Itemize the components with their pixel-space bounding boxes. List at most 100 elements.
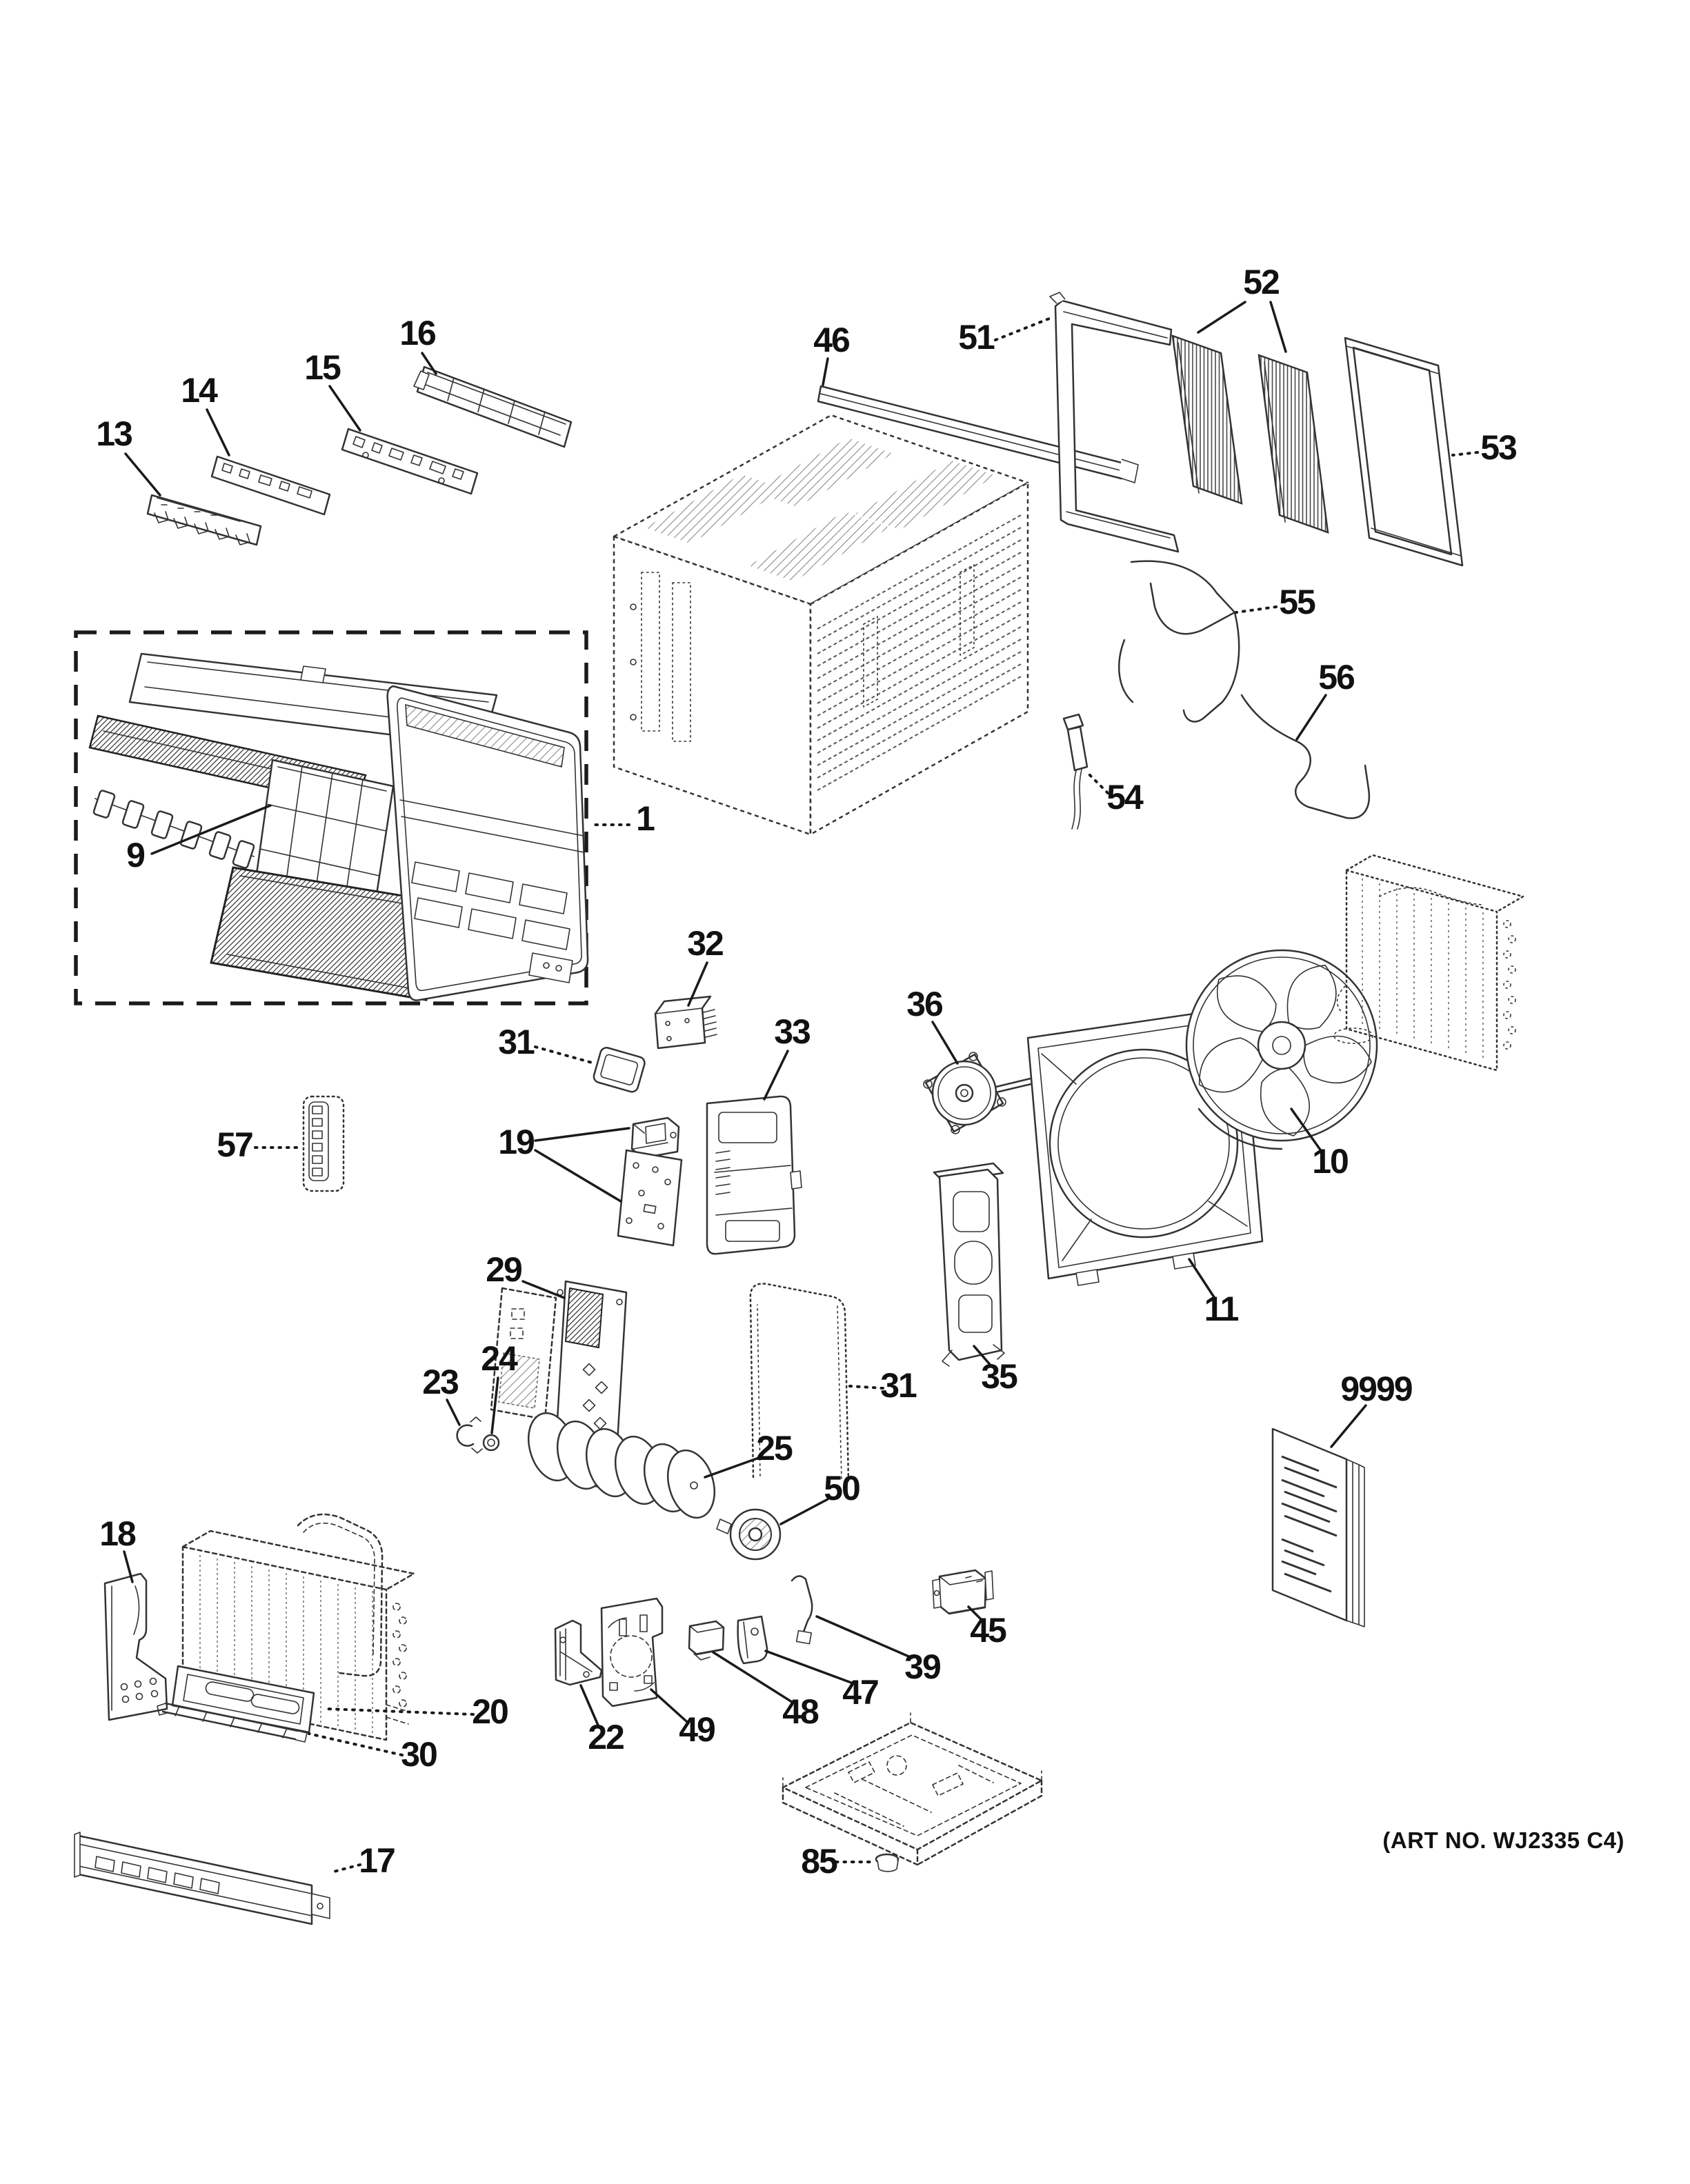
part-number-20: 20 [472, 1692, 508, 1731]
part-number-85: 85 [801, 1842, 837, 1881]
control-housing-33 [706, 1095, 802, 1255]
leader-line [973, 1345, 993, 1368]
part-number-54: 54 [1106, 778, 1144, 817]
callout-sensor-probe: 54 [1087, 772, 1145, 817]
display-board-rail-13 [146, 494, 262, 546]
callout-fan-blade: 10 [1290, 1108, 1349, 1181]
support-bracket-18 [103, 1572, 168, 1721]
curtain-panel-52a [1171, 334, 1243, 505]
part-number-16: 16 [399, 314, 435, 352]
part-number-9: 9 [126, 836, 144, 874]
fan-blade-10 [1185, 949, 1378, 1150]
curtain-frame-left-51 [1049, 292, 1180, 553]
callout-control-board: 14 [181, 371, 230, 457]
part-number-31: 31 [498, 1023, 535, 1061]
leader-line [1330, 1404, 1367, 1448]
leader-line [822, 357, 829, 386]
leader-line [534, 1045, 596, 1065]
callout-angle-bracket: 22 [579, 1684, 625, 1756]
part-number-14: 14 [181, 371, 218, 410]
callout-air-filter: 9 [126, 804, 272, 874]
power-module-32 [654, 995, 717, 1050]
art-number: (ART NO. WJ2335 C4) [1382, 1827, 1624, 1853]
part-number-11: 11 [1204, 1290, 1239, 1328]
callout-power-board: 15 [304, 348, 361, 432]
condenser-coil [1333, 854, 1524, 1072]
part-number-52: 52 [1243, 263, 1279, 301]
fan-motor-36 [923, 1052, 1038, 1134]
leader-line [579, 1684, 600, 1728]
blower-wheel-50 [716, 1508, 782, 1561]
part-number-46: 46 [813, 321, 849, 359]
control-board-14 [210, 455, 331, 516]
leader-line [994, 316, 1054, 341]
clamp-23 [456, 1416, 483, 1454]
capacitor-48 [688, 1620, 725, 1661]
callout-terminal-cover: 47 [764, 1650, 879, 1712]
callout-side-seal: 31 [848, 1366, 918, 1405]
louver-frame-16 [413, 365, 573, 448]
cabinet-case [613, 414, 1029, 836]
evaporator-coil [181, 1513, 415, 1741]
mounting-wire-bracket-55 [1118, 560, 1240, 723]
curtain-frame-right-53 [1344, 337, 1464, 567]
power-board-15 [341, 428, 479, 495]
part-number-32: 32 [687, 924, 723, 963]
callout-louver-frame: 16 [399, 314, 437, 375]
leader-line [687, 961, 708, 1007]
callout-base-channel: 17 [332, 1841, 396, 1880]
leader-line [1188, 1258, 1217, 1301]
callout-seal-strip: 46 [813, 321, 851, 386]
callout-clamp: 23 [422, 1363, 461, 1426]
callout-curtain-frame-right: 53 [1451, 428, 1518, 467]
part-number-17: 17 [359, 1841, 395, 1880]
part-number-48: 48 [782, 1692, 819, 1731]
leader-line [967, 1605, 984, 1622]
part-number-30: 30 [401, 1735, 437, 1774]
front-assembly-boundary [74, 630, 588, 1005]
curtain-panel-52b [1257, 354, 1329, 534]
callout-display-board-rail: 13 [96, 414, 161, 497]
leader-line [206, 408, 230, 457]
leader-line [1290, 1108, 1323, 1153]
callout-blower-roller: 25 [704, 1429, 794, 1479]
callout-drain-plug: 85 [801, 1842, 872, 1881]
leader-line [490, 1376, 499, 1434]
callout-owners-manual: 9999 [1330, 1370, 1413, 1448]
callout-front-assembly: 1 [589, 799, 656, 838]
leader-line [421, 352, 437, 375]
part-number-31: 31 [880, 1366, 917, 1405]
leader-line [1269, 301, 1287, 353]
part-number-45: 45 [970, 1611, 1006, 1650]
callout-main-control-board: 29 [486, 1250, 566, 1299]
vane-set [92, 790, 255, 869]
part-number-36: 36 [906, 985, 942, 1023]
callout-curtain-panels: 52 [1197, 263, 1287, 353]
leader-line [848, 1385, 884, 1390]
leader-line [1087, 772, 1109, 794]
part-number-23: 23 [422, 1363, 458, 1401]
owners-manual-9999 [1271, 1427, 1365, 1627]
leader-line [308, 1732, 404, 1756]
drain-plug-85 [875, 1853, 899, 1872]
callout-capacitor: 48 [712, 1651, 820, 1731]
leader-line [150, 804, 272, 855]
callout-transformer-and-board: 19 [498, 1123, 630, 1203]
leader-line [704, 1456, 760, 1479]
drain-pan-20 [171, 1665, 315, 1734]
seal-strip-46 [817, 385, 1139, 483]
leader-line [328, 385, 361, 432]
leader-line [763, 1050, 789, 1101]
circuit-board-19 [617, 1149, 683, 1247]
part-number-50: 50 [824, 1469, 859, 1507]
leader-line [326, 1707, 475, 1716]
leader-line [534, 1149, 622, 1203]
part-number-51: 51 [958, 318, 995, 357]
part-number-18: 18 [99, 1514, 136, 1553]
leader-line [1235, 605, 1278, 614]
part-number-56: 56 [1318, 658, 1354, 697]
callout-drain-pan: 20 [326, 1692, 509, 1731]
leader-line [815, 1615, 913, 1659]
grommet-24 [482, 1434, 500, 1452]
